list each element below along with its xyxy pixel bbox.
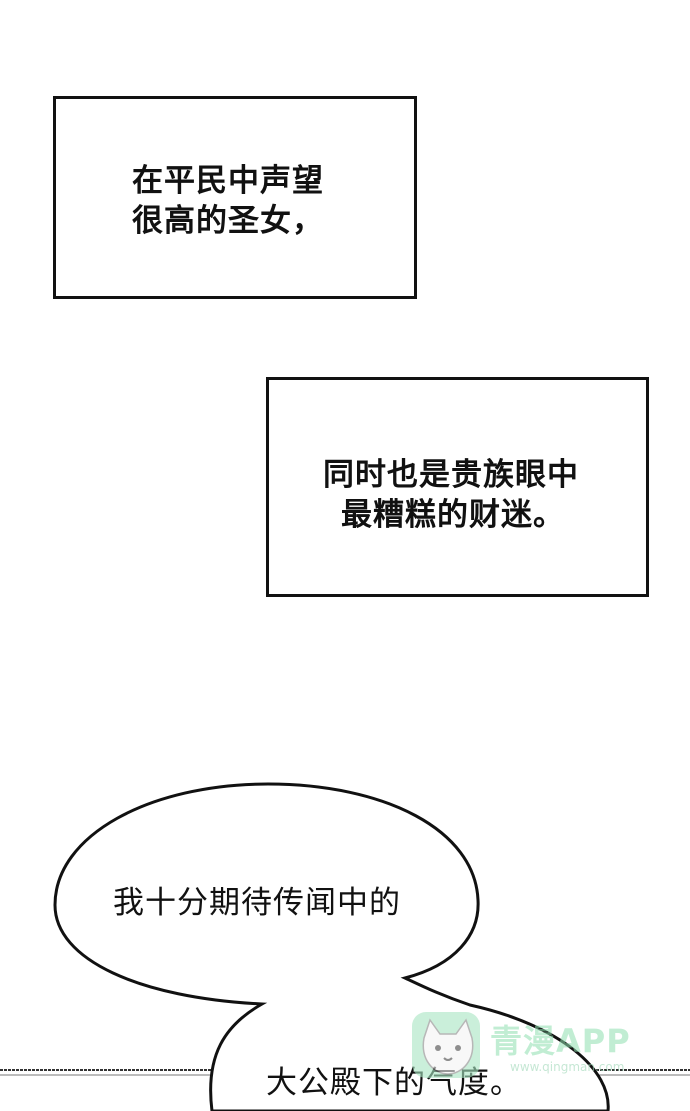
narration-line: 很高的圣女， bbox=[132, 203, 324, 239]
cat-icon bbox=[412, 1012, 480, 1078]
speech-bubble-line-1: 我十分期待传闻中的 bbox=[113, 885, 401, 921]
narration-line: 最糟糕的财迷。 bbox=[341, 497, 565, 533]
speech-bubble-line-2: 大公殿下的气度。 bbox=[266, 1065, 522, 1101]
narration-box-1: 在平民中声望 很高的圣女， bbox=[53, 96, 417, 299]
narration-text-1: 在平民中声望 很高的圣女， bbox=[132, 161, 324, 241]
watermark-brand: 青漫APP bbox=[490, 1022, 631, 1060]
narration-line: 在平民中声望 bbox=[132, 163, 324, 199]
watermark-url: www.qingman.com bbox=[510, 1060, 625, 1074]
watermark: 青漫APP www.qingman.com bbox=[410, 1008, 650, 1088]
narration-text-2: 同时也是贵族眼中 最糟糕的财迷。 bbox=[323, 455, 579, 535]
narration-line: 同时也是贵族眼中 bbox=[323, 457, 579, 493]
narration-box-2: 同时也是贵族眼中 最糟糕的财迷。 bbox=[266, 377, 649, 597]
